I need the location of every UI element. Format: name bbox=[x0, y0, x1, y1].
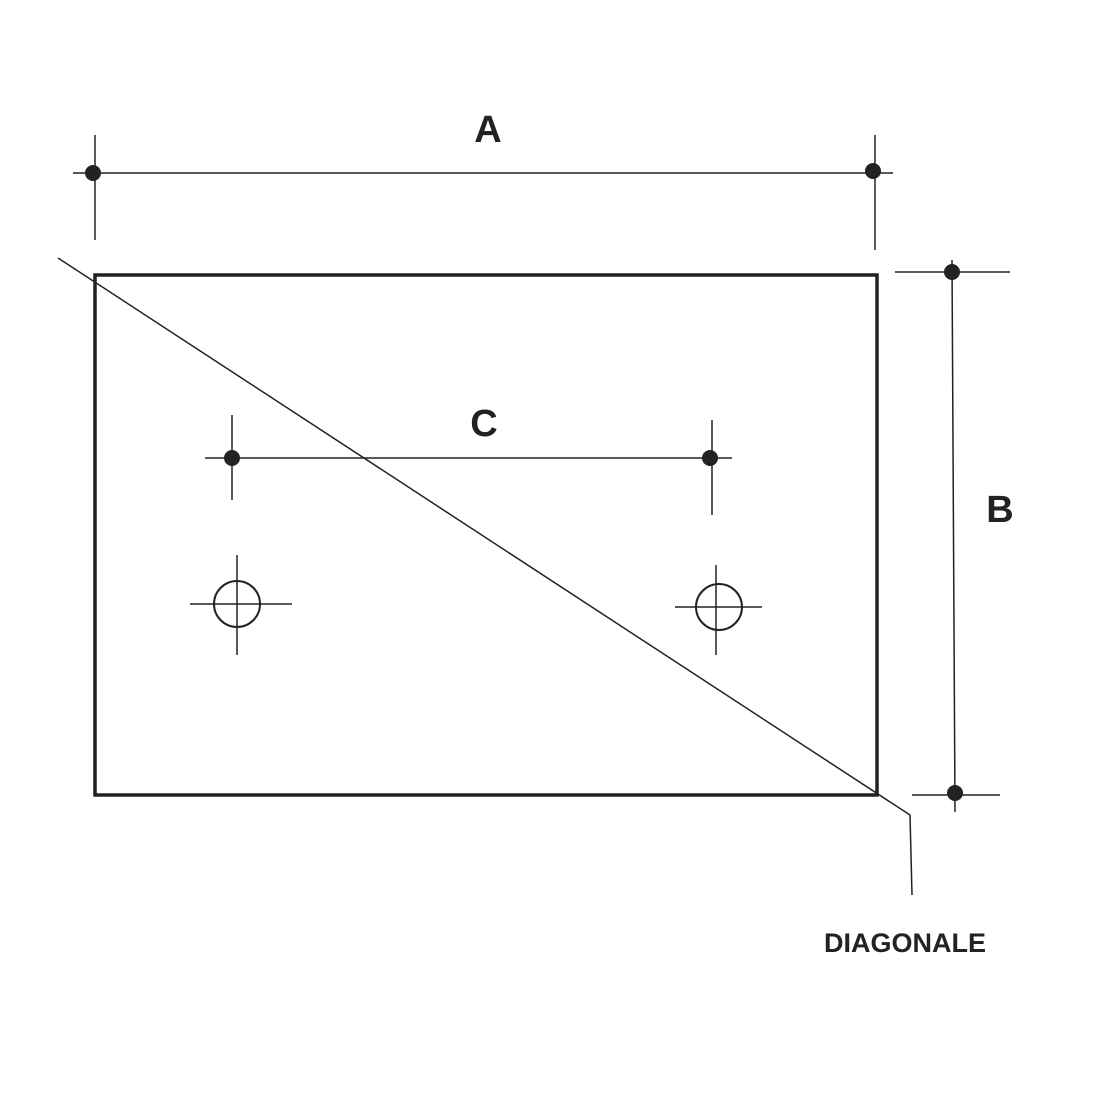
dimension-points bbox=[85, 163, 963, 801]
plate-outline bbox=[93, 273, 879, 797]
label-a: A bbox=[474, 109, 501, 151]
hole-right bbox=[675, 565, 762, 655]
dimension-c bbox=[205, 415, 732, 515]
label-diagonal: DIAGONALE bbox=[824, 928, 986, 958]
dimension-a bbox=[73, 135, 893, 250]
label-b: B bbox=[986, 489, 1013, 531]
diagonal-line bbox=[57, 257, 913, 896]
label-c: C bbox=[470, 403, 497, 445]
dimension-b bbox=[895, 259, 1010, 813]
hole-left bbox=[190, 555, 292, 655]
